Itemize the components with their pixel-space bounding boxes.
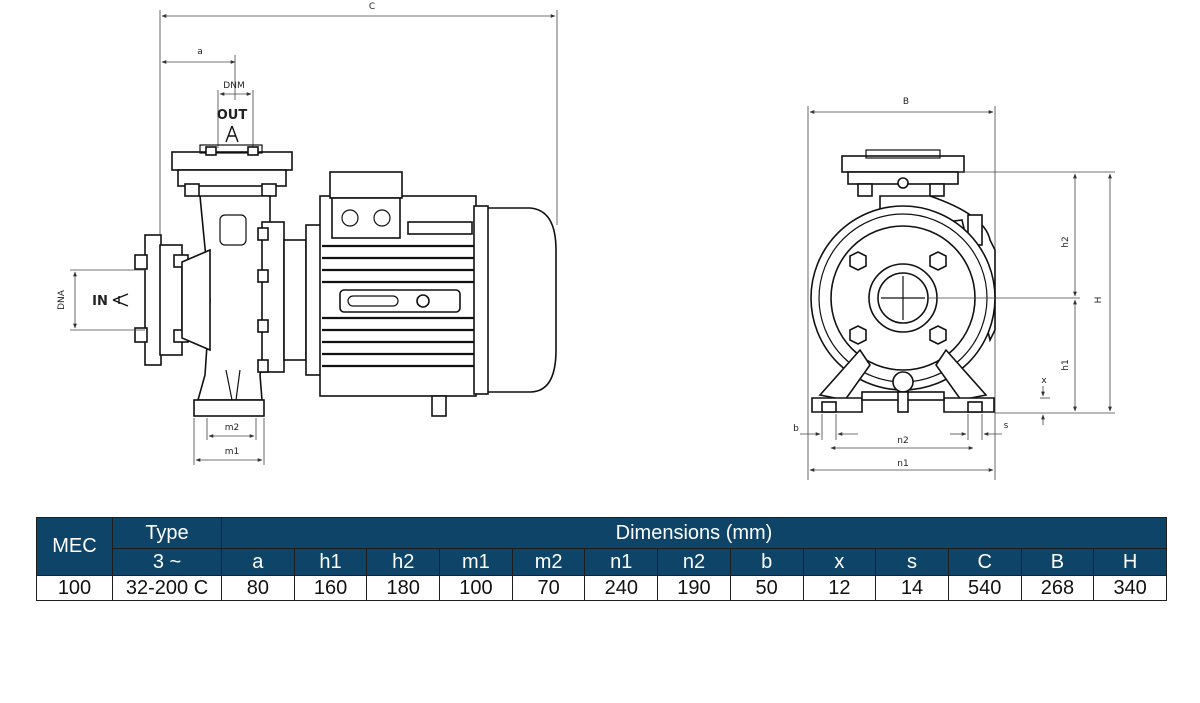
dim-label-m2: m2: [225, 423, 240, 433]
column-header-a: a: [221, 548, 295, 576]
dim-label-dna: DNA: [57, 289, 67, 310]
dim-label-dnm: DNM: [223, 81, 244, 91]
column-header-m2: m2: [511, 548, 586, 576]
table-cell: 80: [221, 575, 295, 601]
column-header-n2: n2: [657, 548, 731, 576]
header-type: Type: [112, 517, 222, 549]
dim-label-h: H: [1094, 297, 1104, 304]
column-header-s: s: [875, 548, 949, 576]
header-type-phase: 3 ~: [112, 548, 222, 576]
dim-label-b: b: [793, 424, 799, 434]
table-cell: 540: [947, 575, 1022, 601]
dim-label-s: s: [1004, 421, 1009, 431]
dim-label-n2: n2: [897, 436, 908, 446]
header-dimensions: Dimensions (mm): [221, 517, 1167, 549]
technical-drawings: C a DNM OUT IN: [57, 2, 1115, 480]
column-header-x: x: [802, 548, 877, 576]
dim-label-x: x: [1041, 376, 1047, 386]
table-cell: 50: [729, 575, 804, 601]
table-cell: 100: [36, 575, 113, 601]
table-cell: 14: [875, 575, 949, 601]
dim-label-b-top: B: [903, 97, 909, 107]
column-header-h1: h1: [293, 548, 368, 576]
column-header-B: B: [1020, 548, 1095, 576]
column-header-m1: m1: [439, 548, 513, 576]
front-view: B: [793, 97, 1115, 480]
table-cell: 32-200 C: [112, 575, 222, 601]
motor-fins: [322, 244, 474, 368]
column-header-b: b: [729, 548, 804, 576]
table-cell: 100: [439, 575, 513, 601]
dim-label-h2: h2: [1061, 236, 1071, 247]
outlet-label: OUT: [217, 108, 248, 123]
column-header-H: H: [1093, 548, 1167, 576]
header-mec: MEC: [36, 517, 113, 576]
table-header-row: MEC Type Dimensions (mm): [36, 517, 1167, 576]
table-cell: 160: [293, 575, 368, 601]
table-cell: 70: [511, 575, 586, 601]
inlet-label: IN: [92, 294, 108, 309]
dim-label-a: a: [197, 47, 203, 57]
dim-label-m1: m1: [225, 447, 240, 457]
table-cell: 180: [366, 575, 441, 601]
table-cell: 340: [1093, 575, 1167, 601]
dim-label-n1: n1: [897, 459, 908, 469]
table-cell: 12: [802, 575, 877, 601]
side-view: C a DNM OUT IN: [57, 2, 558, 465]
column-header-n1: n1: [584, 548, 659, 576]
table-cell: 190: [657, 575, 731, 601]
column-header-h2: h2: [366, 548, 441, 576]
table-cell: 240: [584, 575, 659, 601]
dim-label-h1: h1: [1061, 359, 1071, 370]
table-cell: 268: [1020, 575, 1095, 601]
column-header-C: C: [947, 548, 1022, 576]
flange-bolts: [849, 251, 947, 345]
dim-label-c: C: [369, 2, 375, 12]
